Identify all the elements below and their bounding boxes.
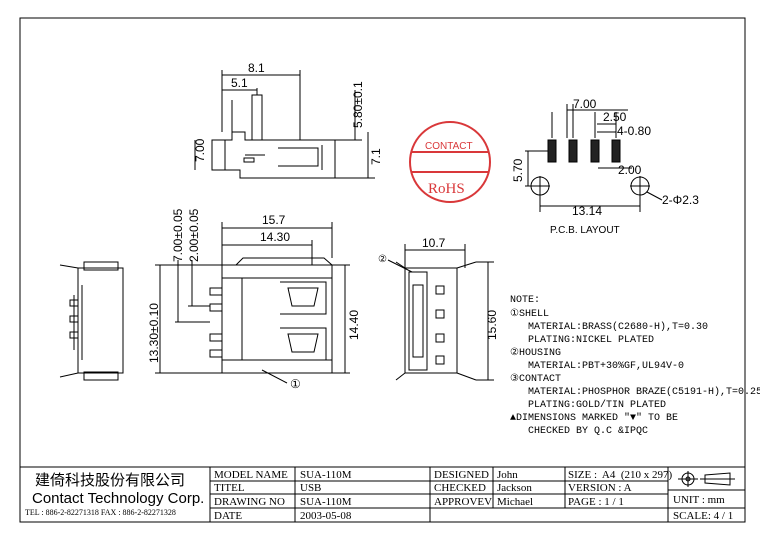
pcb-dim-4x080: 4-0.80 — [617, 124, 651, 138]
version-field: VERSION : A — [568, 482, 632, 494]
callout-1: ① — [290, 377, 301, 391]
unit-field: UNIT : mm — [673, 494, 725, 506]
dim-left-v1: 7.00±0.05 — [171, 208, 185, 262]
note-line: ②HOUSING — [510, 347, 561, 359]
approved-value: Michael — [497, 496, 533, 508]
title-value: USB — [300, 482, 321, 494]
date-label: DATE — [214, 510, 242, 522]
size-field: SIZE : A4 (210 x 297) — [568, 469, 673, 481]
note-line: MATERIAL:BRASS(C2680-H),T=0.30 — [510, 321, 708, 333]
note-line: MATERIAL:PBT+30%GF,UL94V-0 — [510, 361, 684, 372]
note-line: ▲DIMENSIONS MARKED "▼" TO BE — [510, 412, 678, 424]
dim-front-width-inner: 14.30 — [260, 230, 290, 244]
left-side-view — [59, 261, 124, 381]
pcb-dim-250: 2.50 — [603, 110, 627, 124]
stamp-bottom-text: RoHS — [428, 181, 465, 197]
dim-top-height-right: 5.80±0.1 — [351, 81, 365, 128]
pcb-dim-570: 5.70 — [511, 158, 525, 182]
model-label: MODEL NAME — [214, 469, 288, 481]
checked-value: Jackson — [497, 482, 532, 494]
dim-top-height-left: 7.00 — [193, 138, 207, 162]
front-view — [155, 222, 350, 384]
dim-side-height: 15.60 — [485, 310, 499, 340]
dim-left-v3: 13.30±0.10 — [147, 303, 161, 363]
model-value: SUA-110M — [300, 469, 352, 481]
stamp-top-text: CONTACT — [425, 141, 473, 152]
company-name-cn: 建倚科技股份有限公司 — [35, 471, 185, 489]
drawing-label: DRAWING NO — [214, 496, 285, 508]
drawing-value: SUA-110M — [300, 496, 352, 508]
dim-front-height-inner: 14.40 — [347, 310, 361, 340]
note-line: ③CONTACT — [510, 373, 561, 385]
title-block-lines — [20, 466, 745, 522]
page-field: PAGE : 1 / 1 — [568, 496, 624, 508]
right-side-view — [387, 244, 494, 381]
company-contact: TEL : 886-2-82271318 FAX : 886-2-8227132… — [25, 508, 176, 517]
pcb-layout — [525, 104, 663, 212]
note-line: MATERIAL:PHOSPHOR BRAZE(C5191-H),T=0.25 — [510, 386, 760, 398]
rohs-stamp — [409, 121, 491, 203]
dim-front-width-outer: 15.7 — [262, 213, 286, 227]
dim-top-offset: 5.1 — [231, 76, 248, 90]
note-line: PLATING:GOLD/TIN PLATED — [510, 399, 666, 411]
date-value: 2003-05-08 — [300, 510, 352, 522]
callout-2: ② — [378, 254, 387, 265]
scale-field: SCALE: 4 / 1 — [673, 510, 733, 522]
pcb-dim-1314: 13.14 — [572, 204, 602, 218]
designed-label: DESIGNED — [434, 469, 489, 481]
note-line: CHECKED BY Q.C &IPQC — [510, 426, 648, 437]
note-line: PLATING:NICKEL PLATED — [510, 335, 654, 346]
title-label: TITEL — [214, 482, 245, 494]
dim-side-width: 10.7 — [422, 236, 446, 250]
pcb-layout-label: P.C.B. LAYOUT — [550, 225, 620, 236]
checked-label: CHECKED — [434, 482, 486, 494]
pcb-dim-700: 7.00 — [573, 97, 597, 111]
designed-value: John — [497, 469, 518, 481]
dim-top-width: 8.1 — [248, 61, 265, 75]
note-line: ①SHELL — [510, 308, 549, 320]
dim-left-v2: 2.00±0.05 — [187, 208, 201, 262]
pcb-dim-200: 2.00 — [618, 163, 642, 177]
approved-label: APPROVEV — [434, 496, 492, 508]
note-line: NOTE: — [510, 295, 540, 306]
notes-block: NOTE: ①SHELL MATERIAL:BRASS(C2680-H),T=0… — [510, 295, 760, 437]
pcb-dim-holes: 2-Φ2.3 — [662, 193, 699, 207]
top-view — [194, 70, 375, 179]
dim-top-height-7-1: 7.1 — [369, 148, 383, 165]
projection-symbol-icon — [678, 471, 735, 487]
sheet-border — [19, 17, 746, 523]
company-name-en: Contact Technology Corp. — [32, 490, 204, 507]
